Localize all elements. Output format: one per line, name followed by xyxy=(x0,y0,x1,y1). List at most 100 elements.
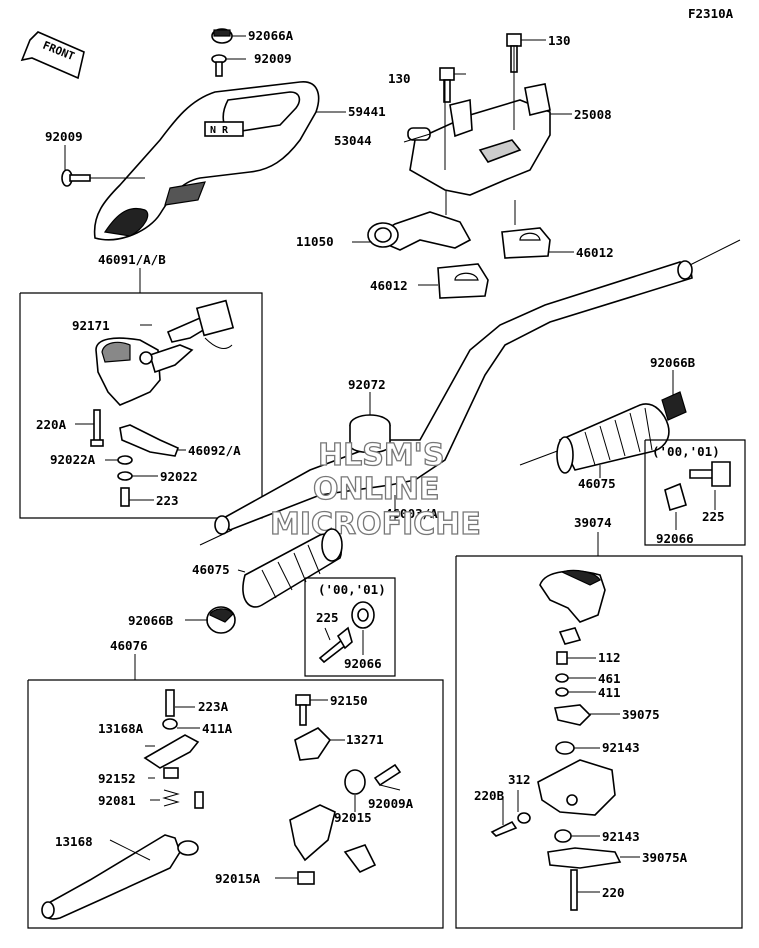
callout-92143-a: 92143 xyxy=(602,740,640,755)
screw-92009-top xyxy=(211,54,227,77)
callout-13168A: 13168A xyxy=(98,721,144,736)
screw-225-right xyxy=(689,461,731,487)
callout-411A: 411A xyxy=(202,721,233,736)
collar-53044 xyxy=(407,127,431,141)
washer-411 xyxy=(555,687,569,697)
callout-92009-left: 92009 xyxy=(45,129,83,144)
cap-92066-left xyxy=(351,601,375,629)
housing-throttle xyxy=(537,759,616,816)
cap-92066B-right xyxy=(661,370,687,421)
lever-39075A xyxy=(547,847,622,869)
nut-92152 xyxy=(163,767,179,779)
clamp-46012-right xyxy=(501,227,551,259)
watermark-line-3: MICROFICHE xyxy=(270,507,481,542)
callout-223A: 223A xyxy=(198,699,229,714)
callout-92022A: 92022A xyxy=(50,452,96,467)
lever-46092 xyxy=(119,424,180,457)
callout-25008: 25008 xyxy=(574,107,612,122)
left-switch-housing xyxy=(95,299,235,406)
handlebar-cover-part: N R xyxy=(93,81,320,241)
callout-223: 223 xyxy=(156,493,179,508)
screw-112 xyxy=(556,651,568,665)
callout-46012-a: 46012 xyxy=(576,245,614,260)
callout-13271: 13271 xyxy=(346,732,384,747)
callout-92143-b: 92143 xyxy=(602,829,640,844)
grip-46075-right xyxy=(556,403,670,474)
callout-39075A: 39075A xyxy=(642,850,688,865)
callout-11050: 11050 xyxy=(296,234,334,249)
callout-39075: 39075 xyxy=(622,707,660,722)
screw-92009-left xyxy=(61,169,91,187)
grip-46075-left xyxy=(242,528,343,608)
screw-92009A xyxy=(373,763,402,787)
callout-92066A: 92066A xyxy=(248,28,294,43)
lever-group-frame xyxy=(27,679,444,929)
callout-92022: 92022 xyxy=(160,469,198,484)
callout-92009A: 92009A xyxy=(368,796,414,811)
watermark-line-1: HLSM'S xyxy=(318,438,444,473)
callout-92072: 92072 xyxy=(348,377,386,392)
callout-92081: 92081 xyxy=(98,793,136,808)
spring-92081 xyxy=(162,789,204,809)
cap-92066B-left xyxy=(206,606,236,634)
callout-46091: 46091/A/B xyxy=(98,252,166,267)
callout-92066-l: 92066 xyxy=(344,656,382,671)
nut-92015A xyxy=(297,871,315,885)
callout-312: 312 xyxy=(508,772,531,787)
nut-461 xyxy=(555,673,569,683)
lever-13168 xyxy=(41,834,199,920)
callout-220A: 220A xyxy=(36,417,67,432)
spring-92143-b xyxy=(554,829,572,843)
callout-92152: 92152 xyxy=(98,771,136,786)
screw-223A xyxy=(165,689,175,717)
callout-130-b: 130 xyxy=(548,33,571,48)
callout-46075-l: 46075 xyxy=(192,562,230,577)
callout-46076: 46076 xyxy=(110,638,148,653)
callout-220B: 220B xyxy=(474,788,505,803)
callout-13168: 13168 xyxy=(55,834,93,849)
cap-92066A xyxy=(211,28,233,44)
callout-92015A: 92015A xyxy=(215,871,261,886)
holder-92072 xyxy=(349,414,391,454)
callout-00-01-right: ('00,'01) xyxy=(652,444,720,459)
clip-small xyxy=(558,627,582,645)
callout-130-a: 130 xyxy=(388,71,411,86)
throttle-group-frame xyxy=(455,555,743,929)
callout-46092: 46092/A xyxy=(188,443,241,458)
callout-411: 411 xyxy=(598,685,621,700)
callout-92066-r: 92066 xyxy=(656,531,694,546)
washer-92022 xyxy=(117,471,133,481)
bolt-130-a xyxy=(439,67,455,103)
holder-11050 xyxy=(367,211,472,251)
bracket-25008-part xyxy=(409,83,551,196)
callout-92066B-r: 92066B xyxy=(650,355,696,370)
screw-220A xyxy=(90,409,104,447)
callout-92150: 92150 xyxy=(330,693,368,708)
callout-225-r: 225 xyxy=(702,509,725,524)
screw-223 xyxy=(120,487,130,507)
washer-92022A xyxy=(117,455,133,465)
callout-461: 461 xyxy=(598,671,621,686)
screw-92150 xyxy=(295,694,311,726)
callout-225-l: 225 xyxy=(316,610,339,625)
holder-13271 xyxy=(294,727,332,761)
screw-225-left xyxy=(318,626,353,664)
callout-92009-top: 92009 xyxy=(254,51,292,66)
callout-00-01-left: ('00,'01) xyxy=(318,582,386,597)
callout-46075-r: 46075 xyxy=(578,476,616,491)
screw-220B xyxy=(490,820,518,837)
svg-text:N R: N R xyxy=(210,125,229,136)
callout-92171: 92171 xyxy=(72,318,110,333)
lever-39075 xyxy=(554,704,592,726)
callout-46012-b: 46012 xyxy=(370,278,408,293)
watermark-line-2: ONLINE xyxy=(313,472,440,507)
bracket-13168A xyxy=(143,734,200,769)
callout-92066B-l: 92066B xyxy=(128,613,174,628)
front-arrow-icon: FRONT xyxy=(20,31,85,80)
gear-92015 xyxy=(344,769,366,795)
callout-59441: 59441 xyxy=(348,104,386,119)
handlebar-46003 xyxy=(199,239,741,546)
callout-92015: 92015 xyxy=(334,810,372,825)
